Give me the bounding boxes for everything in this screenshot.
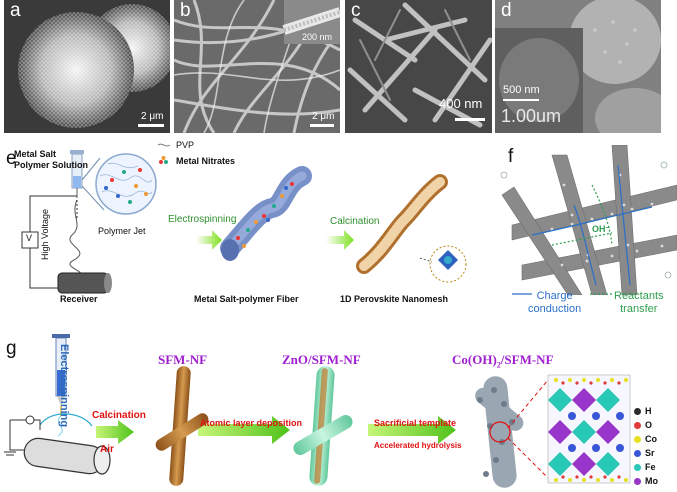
element-legend: H O Co Sr Fe Mo <box>634 404 674 488</box>
element-symbol: Mo <box>645 476 658 486</box>
cooh2-sfm-nf-title: Co(OH)2/SFM-NF <box>452 352 554 370</box>
sem-panel-c: c 400 nm <box>345 0 492 133</box>
panel-label-f: f <box>508 146 514 167</box>
inset-scale-text-b: 200 nm <box>302 32 333 42</box>
legend-item: O <box>634 418 674 432</box>
electrospinning-setup-diagram <box>21 143 467 294</box>
atom-mo-icon <box>634 477 641 485</box>
legend-metal-nitrates: Metal Nitrates <box>176 156 236 166</box>
nanomesh-transport-diagram <box>500 145 677 295</box>
cooh2-subscript: 2 <box>496 360 501 370</box>
atom-fe-icon <box>634 463 641 471</box>
sfm-nf-title: SFM-NF <box>158 352 208 367</box>
charge-conduction-label: Charge conduction <box>528 290 582 315</box>
legend-item: H <box>634 404 674 418</box>
element-symbol: Co <box>645 434 657 444</box>
receiver-label: Receiver <box>60 294 98 304</box>
sem-image-c <box>345 0 492 133</box>
atom-co-icon <box>634 435 641 443</box>
legend-pvp: PVP <box>176 140 195 150</box>
sem-panel-d: d 500 nm 1.00um <box>495 0 661 133</box>
scale-bar-b <box>310 124 334 127</box>
element-symbol: Sr <box>645 448 655 458</box>
scale-text-b: 2 μm <box>312 111 335 122</box>
sem-panel-a: a 2 μm <box>4 0 170 133</box>
scale-text-c: 400 nm <box>439 96 483 111</box>
scale-bar-a <box>138 124 164 127</box>
legend-item: Sr <box>634 446 674 460</box>
scale-bar-c <box>455 118 485 121</box>
element-symbol: O <box>645 420 653 430</box>
electrospinning-label-g: Electrospinning <box>58 344 70 428</box>
accelerated-hydrolysis-label: Accelerated hydrolysis <box>374 441 462 450</box>
electrospinning-label: Electrospinning <box>168 214 237 225</box>
element-symbol: H <box>645 406 652 416</box>
atom-sr-icon <box>634 449 641 457</box>
panel-label-a: a <box>10 0 21 21</box>
sem-panel-b: b 200 nm 2 μm <box>174 0 340 133</box>
panel-label-c: c <box>351 0 361 21</box>
scale-text-a: 2 μm <box>141 111 164 122</box>
air-label: Air <box>100 444 114 455</box>
panel-label-e: e <box>6 148 17 169</box>
ald-label: Atomic layer deposition <box>200 418 303 428</box>
cooh2-suffix: /SFM-NF <box>500 352 554 367</box>
panel-label-g: g <box>6 338 17 359</box>
reactants-transfer-label: Reactants transfer <box>614 290 664 315</box>
legend-item: Fe <box>634 460 674 474</box>
high-voltage-label: High Voltage <box>40 208 50 260</box>
atom-o-icon <box>634 421 641 429</box>
calcination-label-g: Calcination <box>92 410 146 421</box>
solution-label: Metal Salt Polymer Solution <box>14 149 89 170</box>
sacrificial-template-label: Sacrificial template <box>374 418 457 428</box>
cooh2-part: Co(OH) <box>452 352 497 367</box>
panel-label-d: d <box>501 0 512 21</box>
synthesis-process-diagram <box>4 334 631 488</box>
nanomesh-label: 1D Perovskite Nanomesh <box>340 294 449 304</box>
legend-item: Co <box>634 432 674 446</box>
atom-h-icon <box>634 407 641 415</box>
element-symbol: Fe <box>645 462 656 472</box>
scale-bar-d <box>503 99 539 101</box>
sem-image-b <box>174 0 340 133</box>
inset-scale-text-d: 1.00um <box>501 106 562 126</box>
oh-label: OH⁻ <box>592 224 611 234</box>
scale-text-d: 500 nm <box>503 84 540 96</box>
zno-sfm-nf-title: ZnO/SFM-NF <box>282 352 361 367</box>
panel-label-b: b <box>180 0 191 21</box>
polymer-jet-label: Polymer Jet <box>98 226 146 236</box>
legend-item: Mo <box>634 474 674 488</box>
sem-image-a <box>4 0 170 133</box>
calcination-label-e: Calcination <box>330 216 380 227</box>
voltage-box-label: V <box>26 233 33 243</box>
sem-image-d <box>495 0 661 133</box>
fiber-label: Metal Salt-polymer Fiber <box>194 294 299 304</box>
